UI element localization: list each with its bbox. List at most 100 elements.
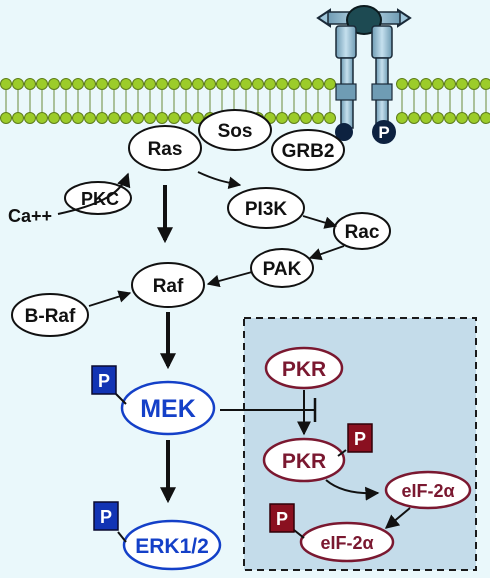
- lipid-head: [96, 112, 108, 124]
- lipid-head: [288, 112, 300, 124]
- label-grb2: GRB2: [282, 141, 335, 162]
- lipid-head: [300, 112, 312, 124]
- phospho-tag-mek: P: [91, 365, 127, 405]
- lipid-head: [156, 112, 168, 124]
- lipid-head: [240, 78, 252, 90]
- lipid-head: [228, 78, 240, 90]
- lipid-head: [48, 78, 60, 90]
- receptor-phospho-left: [335, 123, 353, 141]
- lipid-head: [252, 78, 264, 90]
- lipid-head: [468, 78, 480, 90]
- lipid-head: [120, 78, 132, 90]
- label-raf: Raf: [153, 276, 184, 297]
- lipid-head: [480, 78, 490, 90]
- lipid-head: [432, 78, 444, 90]
- label-pkr-mid: PKR: [282, 450, 326, 473]
- lipid-head: [300, 78, 312, 90]
- lipid-head: [312, 78, 324, 90]
- label-pi3k: PI3K: [245, 199, 288, 220]
- label-pkr-top: PKR: [282, 358, 326, 381]
- lipid-head: [24, 112, 36, 124]
- phospho-label-mek: P: [98, 371, 110, 391]
- phospho-label-eif: P: [276, 509, 288, 529]
- lipid-head: [276, 78, 288, 90]
- lipid-head: [456, 112, 468, 124]
- lipid-head: [432, 112, 444, 124]
- lipid-head: [108, 78, 120, 90]
- lipid-head: [132, 112, 144, 124]
- label-ca: Ca++: [8, 206, 52, 226]
- lipid-head: [0, 78, 12, 90]
- lipid-head: [444, 78, 456, 90]
- lipid-head: [180, 112, 192, 124]
- lipid-head: [60, 78, 72, 90]
- label-braf: B-Raf: [25, 306, 76, 327]
- label-ras: Ras: [148, 139, 183, 160]
- label-rac: Rac: [345, 222, 380, 243]
- lipid-head: [324, 112, 336, 124]
- lipid-head: [168, 112, 180, 124]
- lipid-head: [84, 112, 96, 124]
- node-braf: B-Raf: [11, 293, 89, 337]
- node-pak: PAK: [250, 248, 314, 288]
- lipid-head: [192, 112, 204, 124]
- lipid-head: [132, 78, 144, 90]
- node-pkr-mid: PKR: [262, 437, 346, 483]
- lipid-head: [120, 112, 132, 124]
- lipid-head: [444, 112, 456, 124]
- lipid-head: [288, 78, 300, 90]
- lipid-head: [84, 78, 96, 90]
- lipid-head: [204, 78, 216, 90]
- arrow-ca-pkc-ras: [57, 172, 131, 215]
- lipid-head: [156, 78, 168, 90]
- lipid-head: [144, 78, 156, 90]
- receptor-phospho-label: P: [378, 123, 389, 142]
- arrow-pak-raf: [206, 271, 253, 288]
- lipid-head: [12, 78, 24, 90]
- label-eif-top: eIF-2α: [401, 481, 454, 501]
- arrow-rac-pak: [308, 245, 345, 261]
- lipid-head: [72, 112, 84, 124]
- label-pak: PAK: [263, 259, 302, 280]
- lipid-head: [48, 112, 60, 124]
- node-erk: ERK1/2: [122, 519, 222, 571]
- label-eif-bottom: eIF-2α: [320, 533, 373, 553]
- lipid-head: [420, 112, 432, 124]
- phospho-tag-erk: P: [93, 501, 127, 543]
- lipid-head: [396, 112, 408, 124]
- lipid-head: [0, 112, 12, 124]
- node-rac: Rac: [333, 212, 391, 250]
- lipid-head: [108, 112, 120, 124]
- phospho-label-erk: P: [100, 507, 112, 527]
- node-eif-bottom: eIF-2α: [299, 521, 395, 563]
- label-erk: ERK1/2: [135, 535, 209, 558]
- arrow-pkr-eif: [325, 479, 380, 501]
- label-mek: MEK: [140, 395, 196, 423]
- phospho-tag-eif: P: [269, 503, 305, 539]
- node-ras: Ras: [128, 125, 202, 171]
- lipid-head: [24, 78, 36, 90]
- lipid-head: [264, 78, 276, 90]
- arrow-pi3k-rac: [302, 215, 338, 229]
- lipid-head: [192, 78, 204, 90]
- lipid-head: [180, 78, 192, 90]
- receptor-phospho-icon: [372, 120, 396, 144]
- node-mek: MEK: [120, 380, 216, 436]
- phospho-label-pkr: P: [354, 429, 366, 449]
- lipid-head: [480, 112, 490, 124]
- node-pkr-top: PKR: [264, 346, 344, 390]
- lipid-head: [468, 112, 480, 124]
- lipid-head: [60, 112, 72, 124]
- lipid-head: [216, 78, 228, 90]
- node-grb2: GRB2: [271, 129, 345, 171]
- label-sos: Sos: [218, 121, 253, 142]
- lipid-head: [324, 78, 336, 90]
- arrow-braf-raf: [88, 290, 132, 307]
- lipid-head: [456, 78, 468, 90]
- lipid-head: [36, 78, 48, 90]
- lipid-head: [276, 112, 288, 124]
- arrow-eif-phospho: [384, 507, 411, 529]
- node-sos: Sos: [198, 109, 272, 151]
- receptor: P: [316, 5, 412, 144]
